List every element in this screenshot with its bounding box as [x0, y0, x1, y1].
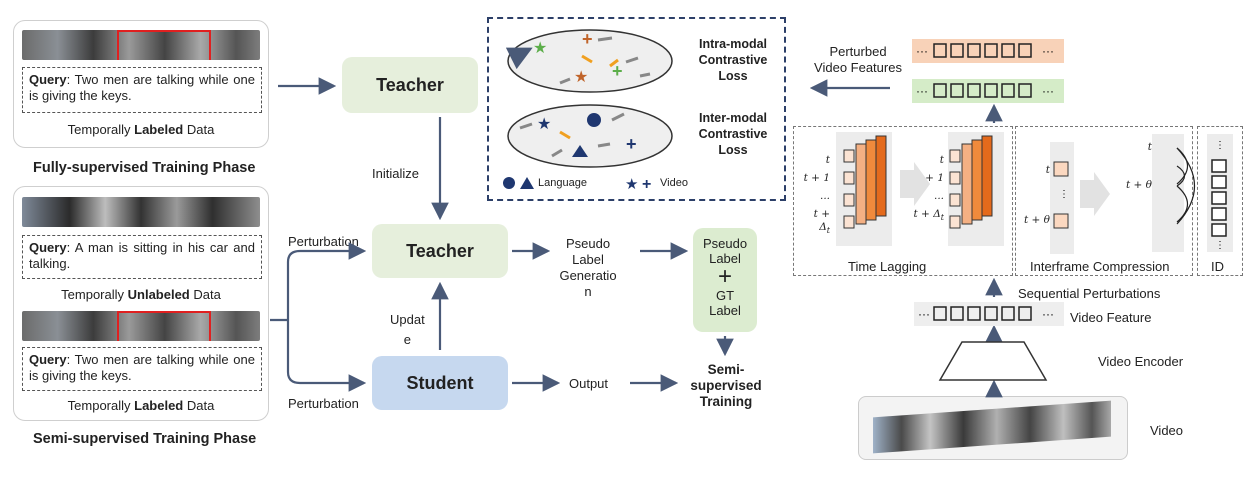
svg-text:⋮: ⋮	[1059, 189, 1069, 200]
video-frames-thumbnail	[22, 197, 260, 227]
interframe-compression-label: Interframe Compression	[1030, 259, 1170, 274]
output-label: Output	[569, 376, 609, 391]
svg-text:···: ···	[1042, 44, 1054, 58]
perturbed-feature-bar-orange: ··· ···	[912, 39, 1064, 63]
video-encoder-trapezoid	[938, 341, 1048, 381]
intra-markers: ★ ★ + +	[505, 29, 651, 86]
video-label: Video	[1150, 423, 1184, 438]
semi-data-panel: Query: A man is sitting in his car and t…	[13, 186, 269, 421]
panel-caption: Temporally Labeled Data	[67, 122, 215, 137]
student-node: Student	[372, 356, 508, 410]
initialize-label: Initialize	[372, 166, 419, 181]
svg-text:···: ···	[918, 307, 930, 321]
svg-text:⋮: ⋮	[1215, 140, 1225, 151]
star-icon: ★	[533, 40, 547, 57]
arrow-orange	[581, 54, 593, 64]
query-box: Query: Two men are talking while one is …	[22, 347, 262, 391]
tl-left-labels: t t + 1 ... t + Δt	[803, 154, 830, 236]
plus-icon: +	[582, 29, 593, 49]
ic-left-labels: t t + θ	[1023, 164, 1050, 226]
arrow-gray	[597, 142, 611, 148]
arrow-gray	[625, 56, 639, 64]
video-thumbnail-frame	[858, 396, 1128, 460]
time-lagging-panel	[793, 126, 1013, 276]
flow-arrows	[270, 77, 1003, 398]
perturbed-feature-bar-green: ··· ···	[912, 79, 1064, 103]
labeled-data-panel-top: Query: Two men are talking while one is …	[13, 20, 269, 148]
arrow-gray	[611, 112, 625, 122]
legend-video-label: Video	[660, 177, 688, 189]
star-icon: ★	[574, 69, 588, 86]
time-lagging-stack-right	[948, 132, 1004, 246]
pseudo-gt-box: Pseudo Label + GT Label	[693, 228, 757, 332]
contrastive-loss-panel	[487, 17, 786, 201]
video-encoder-label: Video Encoder	[1098, 354, 1184, 369]
highlight-box	[117, 30, 211, 60]
video-feature-bar: ··· ···	[914, 302, 1064, 326]
svg-text:···: ···	[1042, 84, 1054, 98]
inter-markers: ★ +	[519, 112, 637, 158]
sequential-perturbations-label: Sequential Perturbations	[1018, 286, 1161, 301]
perturbation-label-bottom: Perturbation	[288, 396, 359, 411]
id-panel	[1197, 126, 1243, 276]
fully-supervised-phase-title: Fully-supervised Training Phase	[33, 160, 256, 176]
language-triangle-icon	[572, 145, 588, 157]
highlight-box	[117, 311, 211, 341]
ic-right-bg	[1152, 134, 1184, 252]
legend-triangle-icon	[520, 177, 534, 189]
arrow-gray	[597, 36, 613, 42]
video-frames-thumbnail	[22, 30, 260, 60]
svg-text:⋮: ⋮	[1215, 240, 1225, 251]
svg-text:···: ···	[916, 84, 928, 98]
arrow-orange	[609, 58, 619, 68]
panel-caption: Temporally Unlabeled Data	[61, 287, 221, 302]
plus-icon: +	[626, 134, 637, 154]
arrow-gray	[559, 77, 571, 85]
arrow-orange	[559, 130, 571, 140]
lag-arrow-shape	[900, 162, 930, 206]
arrow-gray	[519, 122, 533, 130]
teacher-node-mid: Teacher	[372, 224, 508, 278]
semi-supervised-phase-title: Semi-supervised Training Phase	[33, 431, 257, 447]
teacher-node-top: Teacher	[342, 57, 478, 113]
ic-arrow-shape	[1080, 172, 1110, 216]
legend-plus-icon: +	[642, 176, 651, 193]
time-lagging-label: Time Lagging	[848, 259, 927, 274]
arrow-gray	[551, 148, 563, 158]
legend-language-label: Language	[538, 177, 587, 189]
legend-star-icon: ★	[625, 176, 638, 193]
legend-circle-icon	[503, 177, 515, 189]
inter-modal-ellipse	[507, 104, 673, 168]
query-box: Query: Two men are talking while one is …	[22, 67, 262, 113]
svg-text:···: ···	[1042, 307, 1054, 321]
time-lagging-stack-left	[836, 132, 892, 246]
query-box: Query: A man is sitting in his car and t…	[22, 235, 262, 279]
star-icon: ★	[537, 116, 551, 133]
perturbation-label-top: Perturbation	[288, 234, 359, 249]
arrow-gray	[639, 72, 651, 78]
ic-right-labels: t t + θ	[1125, 141, 1152, 191]
id-label: ID	[1211, 259, 1224, 274]
arrow-gray	[505, 47, 533, 70]
arrow	[286, 320, 367, 392]
video-frames-thumbnail	[22, 311, 260, 341]
ic-left-stack: ⋮	[1050, 142, 1074, 254]
interframe-compression-panel	[1015, 126, 1193, 276]
video-feature-label: Video Feature	[1070, 310, 1152, 325]
panel-caption: Temporally Labeled Data	[67, 398, 215, 413]
tl-right-labels: t t + 1 ... t + Δt	[913, 154, 945, 223]
ic-curved-arrows	[1176, 147, 1196, 225]
plus-icon: +	[612, 61, 623, 81]
svg-text:···: ···	[916, 44, 928, 58]
id-stack: ⋮ ⋮	[1207, 134, 1233, 252]
language-circle-icon	[587, 113, 601, 127]
arrow	[270, 251, 364, 322]
